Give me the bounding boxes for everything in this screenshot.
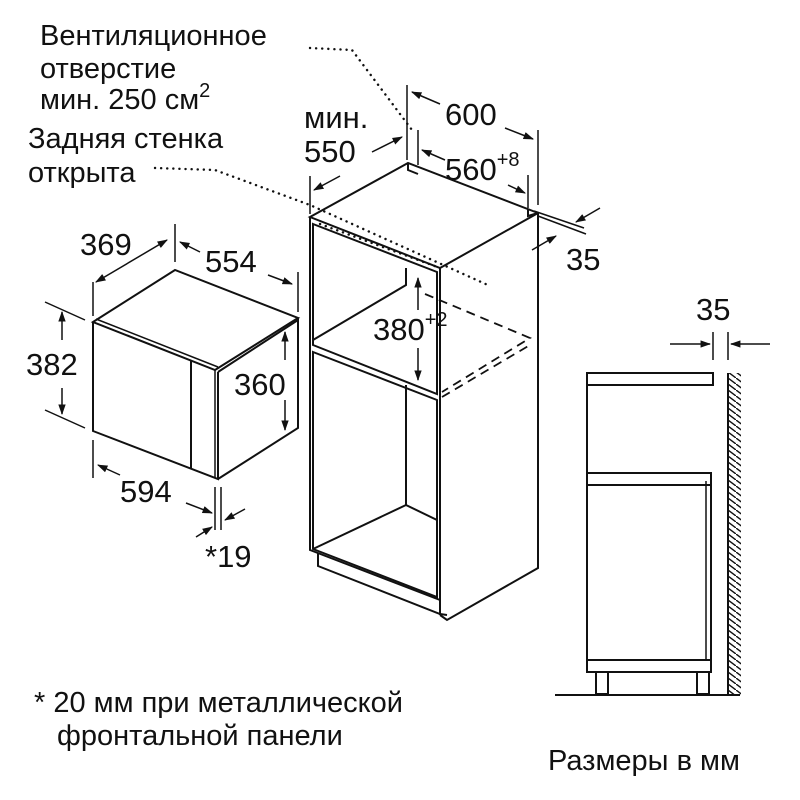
cabinet-dimensions: 600 мин. 550 560+8 35 380+2: [304, 85, 600, 382]
dim-appliance-height-total: 382: [26, 347, 78, 382]
svg-text:открыта: открыта: [28, 157, 136, 189]
dim-niche-height: 380+2: [373, 309, 448, 347]
dim-front-offset: *19: [205, 539, 252, 574]
units-label: Размеры в мм: [548, 745, 740, 777]
svg-text:отверстие: отверстие: [40, 53, 176, 85]
side-view-drawing: [555, 372, 741, 696]
cabinet-drawing: [307, 161, 541, 622]
wall-hatch: [729, 373, 741, 695]
dim-cabinet-min-depth: 550: [304, 134, 356, 169]
appliance-dimensions: 369 554 382 360 594 *19: [26, 224, 299, 574]
footnote-line-1: * 20 мм при металлической: [34, 687, 403, 719]
back-leader-dotted: [153, 166, 492, 288]
svg-text:Вентиляционное: Вентиляционное: [40, 20, 267, 52]
dim-appliance-width-front: 594: [120, 474, 172, 509]
dim-back-gap: 35: [566, 242, 600, 277]
vent-area-label: мин. 250 см2: [40, 80, 210, 116]
dim-cabinet-width: 600: [445, 97, 497, 132]
side-view-dimensions: 35: [670, 292, 770, 360]
dim-wall-gap: 35: [696, 292, 730, 327]
svg-text:Задняя стенка: Задняя стенка: [28, 123, 224, 155]
footnote-line-2: фронтальной панели: [57, 720, 343, 752]
vent-leader-dotted: [308, 46, 414, 132]
back-wall-note: Задняя стенка открыта: [28, 123, 492, 288]
dim-appliance-depth: 369: [80, 227, 132, 262]
dim-appliance-height-body: 360: [234, 367, 286, 402]
ventilation-note: Вентиляционное отверстие мин. 250 см2: [40, 20, 414, 132]
appliance-drawing: [90, 268, 301, 481]
dim-niche-width: 560+8: [445, 149, 520, 187]
dim-appliance-width-top: 554: [205, 244, 257, 279]
dim-min-label: мин.: [304, 100, 368, 135]
